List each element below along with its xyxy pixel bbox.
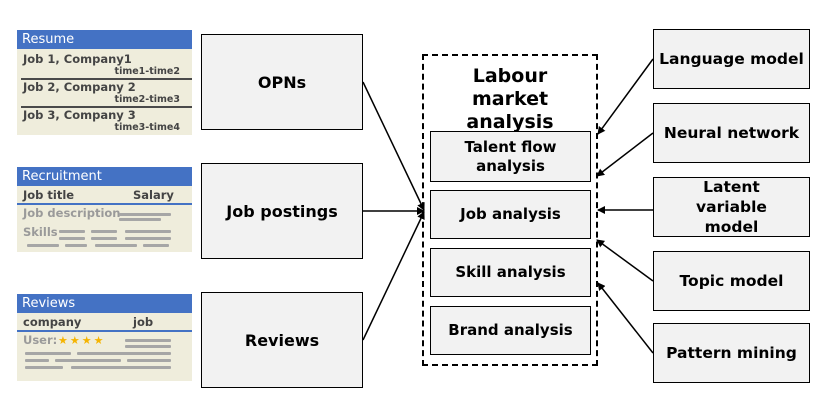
arrow-pattern-mining	[597, 282, 654, 354]
skill-analysis-box: Skill analysis	[430, 248, 591, 297]
placeholder-line	[55, 359, 121, 362]
resume-time-1: time1-time2	[114, 66, 180, 77]
recruitment-job-title: Job title	[23, 188, 75, 202]
placeholder-line	[91, 230, 117, 233]
placeholder-line	[77, 352, 171, 355]
resume-card-header: Resume	[17, 30, 192, 49]
placeholder-line	[119, 218, 161, 221]
placeholder-line	[25, 359, 49, 362]
arrow-topic-model	[596, 239, 654, 282]
reviews-company: company	[23, 315, 82, 329]
resume-divider	[21, 78, 192, 80]
arrow-neural-network	[596, 132, 654, 177]
placeholder-line	[71, 366, 171, 369]
recruitment-divider	[17, 203, 192, 205]
brand-analysis-box: Brand analysis	[430, 306, 591, 355]
recruitment-job-description: Job description	[23, 206, 121, 220]
placeholder-line	[125, 339, 171, 342]
recruitment-card-header: Recruitment	[17, 167, 192, 186]
resume-job-1: Job 1, Company1	[23, 52, 132, 66]
placeholder-line	[125, 230, 171, 233]
rating-stars: ★★★★	[58, 334, 106, 347]
resume-time-3: time3-time4	[114, 122, 180, 133]
latent-variable-model-box: Latent variable model	[653, 177, 810, 237]
recruitment-salary: Salary	[133, 188, 174, 202]
placeholder-line	[27, 244, 59, 247]
placeholder-line	[59, 237, 85, 240]
reviews-card: Reviews company job User: ★★★★	[17, 294, 192, 381]
neural-network-box: Neural network	[653, 103, 810, 163]
arrow-opns-to-analysis	[362, 81, 425, 211]
talent-flow-analysis-box: Talent flow analysis	[430, 131, 591, 182]
placeholder-line	[125, 345, 171, 348]
job-analysis-box: Job analysis	[430, 190, 591, 239]
resume-divider	[21, 106, 192, 108]
analysis-title: Labour market analysis	[466, 65, 554, 133]
placeholder-line	[59, 230, 85, 233]
placeholder-line	[127, 359, 171, 362]
resume-job-3: Job 3, Company 3	[23, 108, 136, 122]
arrow-language-model	[597, 58, 654, 135]
pattern-mining-box: Pattern mining	[653, 323, 810, 383]
placeholder-line	[143, 244, 169, 247]
topic-model-box: Topic model	[653, 251, 810, 311]
placeholder-line	[125, 237, 171, 240]
placeholder-line	[25, 352, 71, 355]
reviews-job: job	[133, 315, 154, 329]
placeholder-line	[119, 213, 171, 216]
placeholder-line	[25, 366, 63, 369]
placeholder-line	[95, 244, 137, 247]
resume-time-2: time2-time3	[114, 94, 180, 105]
recruitment-skills: Skills	[23, 225, 58, 239]
opns-box: OPNs	[201, 34, 363, 130]
reviews-divider	[17, 330, 192, 332]
reviews-user-label: User:	[23, 333, 58, 347]
resume-job-2: Job 2, Company 2	[23, 80, 136, 94]
resume-card: Resume Job 1, Company1 time1-time2 Job 2…	[17, 30, 192, 135]
arrow-reviews-to-analysis	[362, 211, 425, 341]
reviews-card-header: Reviews	[17, 294, 192, 313]
reviews-box: Reviews	[201, 292, 363, 388]
job-postings-box: Job postings	[201, 163, 363, 259]
recruitment-card: Recruitment Job title Salary Job descrip…	[17, 167, 192, 252]
placeholder-line	[91, 237, 117, 240]
placeholder-line	[65, 244, 87, 247]
language-model-box: Language model	[653, 29, 810, 89]
